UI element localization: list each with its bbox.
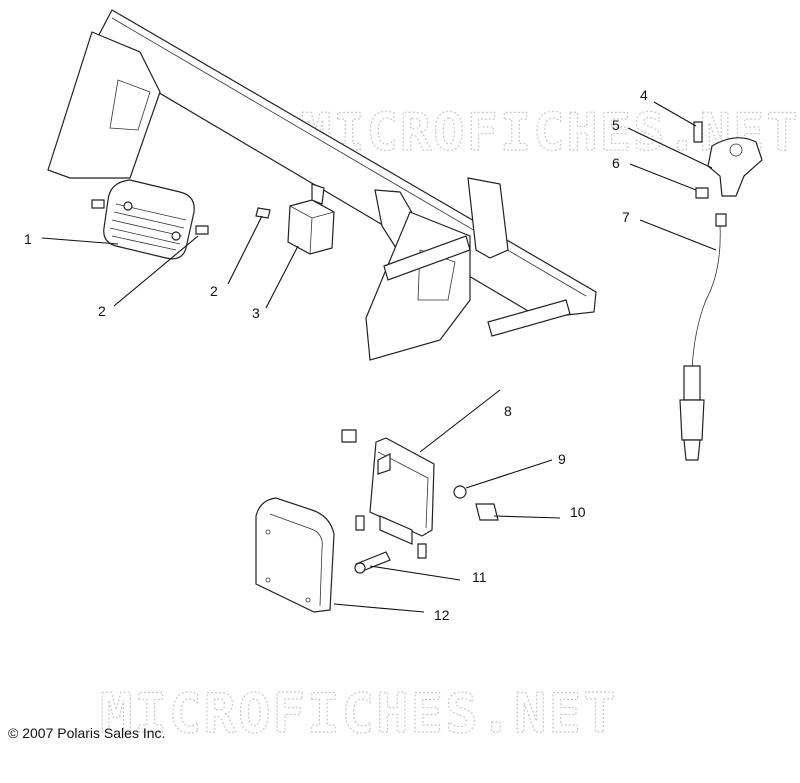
clip-top bbox=[341, 429, 357, 443]
part-9-grommet bbox=[453, 485, 467, 499]
part-11-bolt bbox=[354, 551, 391, 574]
clip-left bbox=[355, 515, 365, 531]
callout-3: 3 bbox=[252, 305, 260, 321]
callout-2a: 2 bbox=[98, 303, 106, 319]
screw-2b bbox=[195, 225, 209, 235]
callout-8: 8 bbox=[504, 403, 512, 419]
part-8-ecu bbox=[369, 437, 435, 545]
part-12-cover bbox=[255, 497, 335, 613]
part-1-regulator bbox=[103, 179, 195, 260]
leader-lines bbox=[41, 101, 717, 613]
clip-right bbox=[417, 543, 427, 559]
callout-9: 9 bbox=[558, 451, 566, 467]
part-4-bolt bbox=[693, 121, 703, 143]
watermark-bottom: MICROFICHES.NET bbox=[100, 682, 618, 745]
part-5-sensor bbox=[707, 137, 763, 197]
part-3-relay bbox=[287, 183, 335, 255]
callout-numbers: 1 2 2 3 4 5 6 7 8 9 10 11 12 bbox=[24, 87, 648, 623]
callout-12: 12 bbox=[434, 607, 450, 623]
copyright-notice: © 2007 Polaris Sales Inc. bbox=[8, 725, 166, 741]
part-6-nut bbox=[695, 187, 709, 199]
callout-4: 4 bbox=[640, 87, 648, 103]
callout-2b: 2 bbox=[210, 283, 218, 299]
callout-11: 11 bbox=[472, 569, 487, 585]
screw-2c bbox=[255, 207, 271, 219]
frame-rail bbox=[47, 9, 597, 361]
callout-10: 10 bbox=[570, 504, 586, 520]
callout-6: 6 bbox=[612, 155, 620, 171]
callout-7: 7 bbox=[622, 209, 630, 225]
callout-5: 5 bbox=[612, 117, 620, 133]
callout-1: 1 bbox=[24, 231, 32, 247]
screw-2a bbox=[91, 199, 105, 209]
part-7-o2-sensor bbox=[679, 213, 727, 461]
part-10-clip bbox=[475, 503, 499, 521]
